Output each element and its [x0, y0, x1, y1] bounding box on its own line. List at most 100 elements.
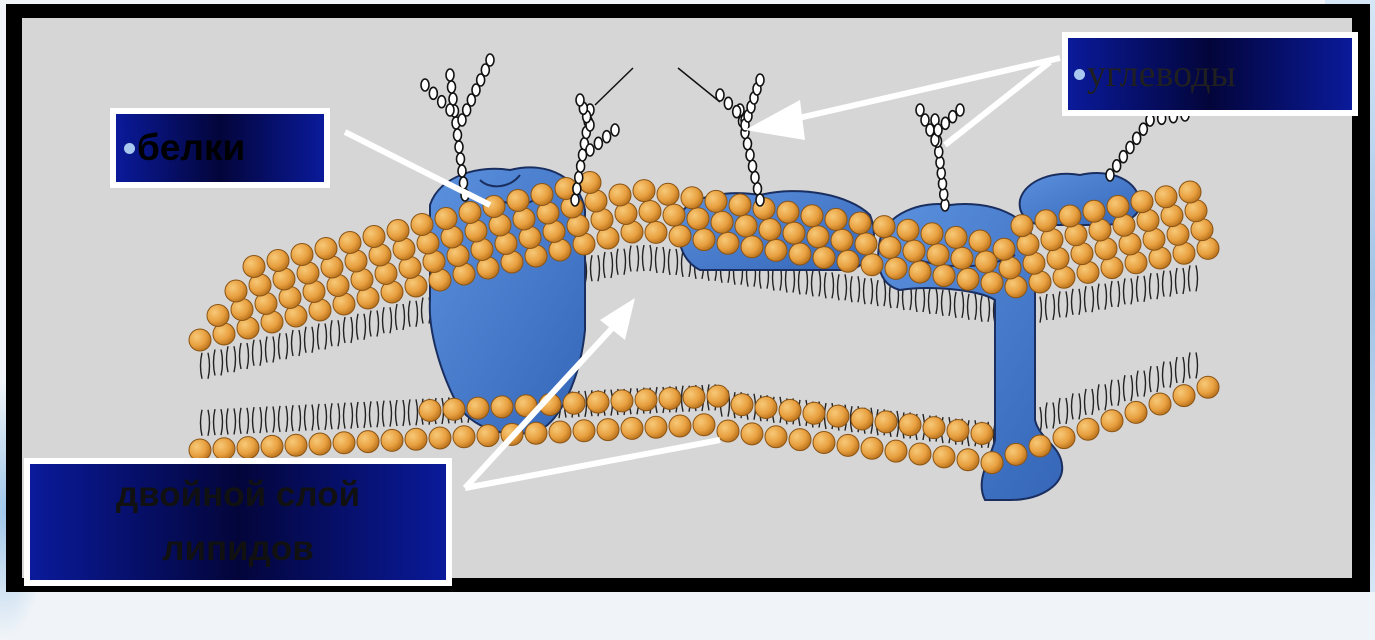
lipid-tail: [838, 274, 847, 300]
lipid-head-icon: [621, 417, 643, 439]
lipid-head-icon: [885, 440, 907, 462]
lipid-tail: [279, 406, 288, 432]
lipid-tail: [1150, 366, 1159, 392]
lipid-tail: [240, 408, 249, 434]
lipid-head-icon: [707, 385, 729, 407]
lipid-head-icon: [477, 425, 499, 447]
label-proteins-text: белки: [137, 127, 245, 169]
lipid-head-icon: [861, 254, 883, 276]
lipid-tail: [357, 314, 366, 340]
sugar-unit: [1139, 123, 1147, 135]
lipid-head-icon: [435, 208, 457, 230]
lipid-tail: [942, 290, 951, 316]
lipid-head-icon: [783, 222, 805, 244]
lipid-tail: [1150, 273, 1159, 299]
sugar-unit: [573, 183, 581, 195]
sugar-unit: [486, 54, 494, 66]
lipid-tail: [1072, 289, 1081, 315]
lipid-tail: [630, 246, 639, 272]
sugar-unit: [744, 138, 752, 150]
lipid-head-icon: [563, 392, 585, 414]
lipid-head-icon: [849, 212, 871, 234]
lipid-head-icon: [285, 434, 307, 456]
lipid-head-icon: [387, 220, 409, 242]
bullet-icon: [124, 143, 135, 154]
lipid-tail: [383, 401, 392, 427]
lipid-head-icon: [879, 237, 901, 259]
lipid-head-icon: [1077, 418, 1099, 440]
sugar-unit: [751, 172, 759, 184]
lipid-head-icon: [507, 190, 529, 212]
lipid-tail: [825, 272, 834, 298]
lipid-tail: [305, 327, 314, 353]
lipid-head-icon: [779, 399, 801, 421]
label-proteins: белки: [110, 108, 330, 188]
lipid-head-icon: [363, 226, 385, 248]
lipid-head-icon: [657, 183, 679, 205]
label-lipid-bilayer-line1: двойной слой: [116, 468, 360, 522]
sugar-unit: [611, 124, 619, 136]
sugar-unit: [956, 104, 964, 116]
lipid-tail: [851, 276, 860, 302]
lipid-head-icon: [947, 420, 969, 442]
lipid-tail: [799, 268, 808, 294]
lipid-head-icon: [921, 223, 943, 245]
lipid-head-icon: [1101, 410, 1123, 432]
lipid-head-icon: [909, 443, 931, 465]
lipid-head-icon: [633, 180, 655, 202]
sugar-unit: [756, 194, 764, 206]
sugar-unit: [576, 94, 584, 106]
lipid-head-icon: [1035, 210, 1057, 232]
lipid-tail: [1059, 291, 1068, 317]
lipid-tail: [240, 343, 249, 369]
lipid-head-icon: [645, 416, 667, 438]
lipid-head-icon: [789, 243, 811, 265]
sugar-unit: [571, 194, 579, 206]
lipid-head-icon: [459, 202, 481, 224]
lipid-tail: [1176, 268, 1185, 294]
lipid-head-icon: [759, 219, 781, 241]
lipid-head-icon: [923, 417, 945, 439]
lipid-head-icon: [1083, 200, 1105, 222]
lipid-head-icon: [645, 221, 667, 243]
lipid-head-icon: [1107, 195, 1129, 217]
lipid-tail: [370, 311, 379, 337]
lipid-tail: [409, 399, 418, 425]
lipid-head-icon: [237, 437, 259, 459]
sugar-unit: [438, 96, 446, 108]
sugar-unit: [577, 160, 585, 172]
lipid-tail: [1072, 393, 1081, 419]
lipid-head-icon: [659, 388, 681, 410]
label-carbohydrates-text: углеводы: [1087, 52, 1236, 96]
lipid-head-icon: [765, 426, 787, 448]
lipid-head-icon: [339, 232, 361, 254]
lipid-head-icon: [453, 426, 475, 448]
sugar-unit: [421, 79, 429, 91]
lipid-head-icon: [1179, 181, 1201, 203]
lipid-tail: [318, 404, 327, 430]
lipid-head-icon: [315, 238, 337, 260]
lipid-tail: [344, 403, 353, 429]
lipid-tail: [370, 401, 379, 427]
lipid-head-icon: [207, 305, 229, 327]
lipid-head-icon: [789, 429, 811, 451]
sugar-unit: [448, 81, 456, 93]
lipid-head-icon: [1131, 191, 1153, 213]
sugar-unit: [455, 141, 463, 153]
lipid-head-icon: [663, 204, 685, 226]
lipid-head-icon: [851, 408, 873, 430]
sugar-unit: [1106, 169, 1114, 181]
lipid-head-icon: [1059, 205, 1081, 227]
lipid-head-icon: [969, 230, 991, 252]
lipid-head-icon: [1173, 385, 1195, 407]
sugar-unit: [446, 104, 454, 116]
lipid-head-icon: [687, 208, 709, 230]
lipid-tail: [292, 405, 301, 431]
lipid-head-icon: [933, 446, 955, 468]
lipid-head-icon: [693, 414, 715, 436]
sugar-unit: [575, 172, 583, 184]
lipid-tail: [864, 278, 873, 304]
lipid-tail: [669, 249, 678, 275]
lipid-head-icon: [803, 402, 825, 424]
lipid-head-icon: [243, 256, 265, 278]
